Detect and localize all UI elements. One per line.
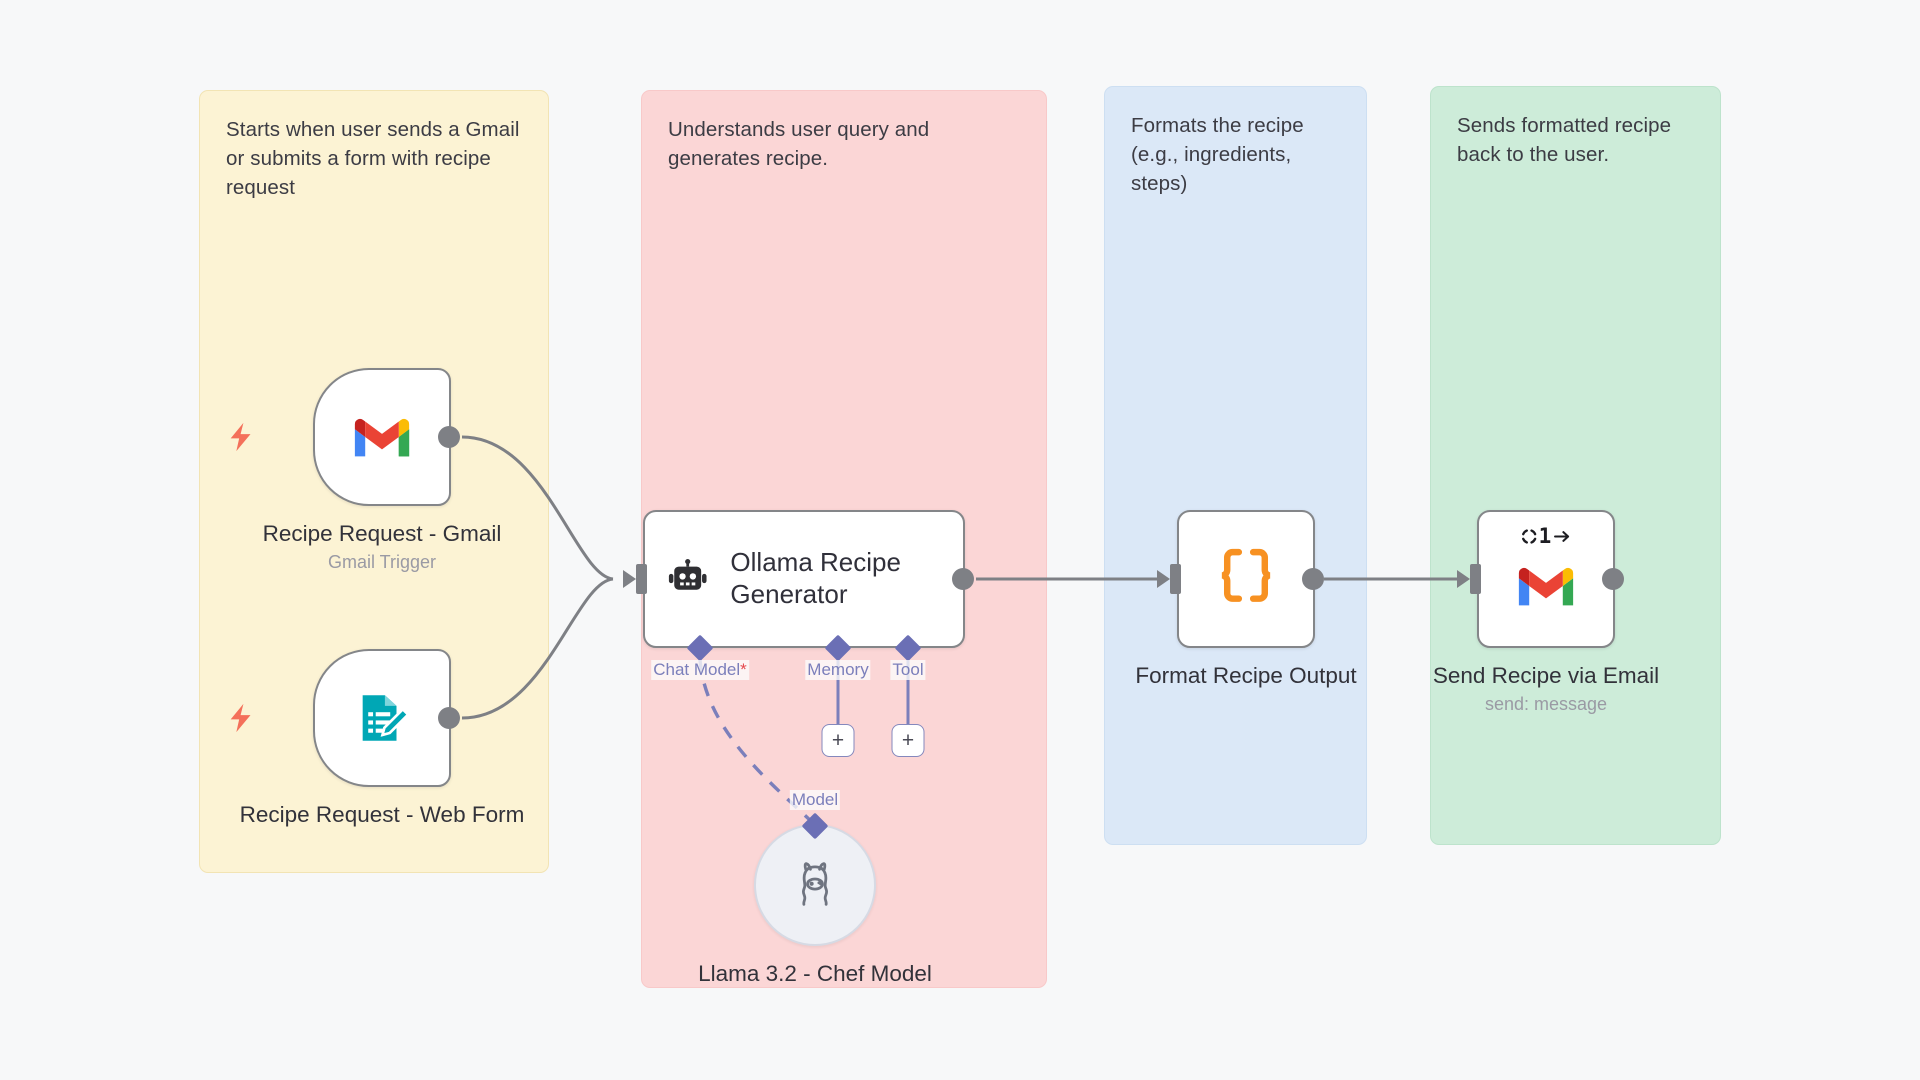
node-subtitle: send: message [1484, 694, 1608, 714]
input-port[interactable] [636, 564, 647, 594]
node-title: Ollama Recipe Generator [730, 547, 901, 609]
output-port[interactable] [438, 707, 460, 729]
node-web-form-trigger[interactable]: Recipe Request - Web Form [230, 649, 524, 827]
node-gmail-trigger-box[interactable] [313, 368, 460, 506]
sticky-note-format-group[interactable]: Formats the recipe (e.g., ingredients, s… [1104, 86, 1367, 845]
arrow-right-icon [1553, 531, 1569, 542]
node-send-email-box[interactable]: 1 [1470, 510, 1624, 648]
connector-label-chat-model: Chat Model* [651, 660, 749, 680]
sticky-note-text: Understands user query and generates rec… [668, 118, 930, 171]
output-port[interactable] [438, 426, 460, 448]
connector-label-text: Chat Model [653, 660, 741, 679]
node-format-recipe-output[interactable]: Format Recipe Output [1135, 510, 1357, 688]
robot-icon [668, 558, 707, 590]
add-tool-button[interactable]: + [891, 724, 925, 757]
badge-count: 1 [1538, 524, 1552, 548]
node-title: Recipe Request - Gmail [262, 521, 502, 546]
node-send-recipe-via-email[interactable]: 1 Send Recipe via Email send: message [1433, 510, 1659, 714]
lightning-bolt-icon [230, 703, 251, 733]
output-port[interactable] [1302, 568, 1324, 590]
node-title: Send Recipe via Email [1432, 663, 1660, 688]
node-web-form-trigger-box[interactable] [313, 649, 460, 787]
connector-label-memory: Memory [805, 660, 871, 680]
node-title: Llama 3.2 - Chef Model [698, 961, 932, 986]
node-format-box[interactable] [1170, 510, 1324, 648]
gmail-icon [354, 418, 410, 457]
node-ollama-recipe-generator[interactable]: Ollama Recipe Generator Chat Model* Memo… [636, 510, 974, 757]
input-port[interactable] [1170, 564, 1181, 594]
output-port[interactable] [1602, 568, 1624, 590]
sticky-note-text: Formats the recipe (e.g., ingredients, s… [1131, 114, 1304, 196]
node-subtitle: Gmail Trigger [327, 552, 437, 572]
node-agent-box[interactable]: Ollama Recipe Generator [636, 510, 974, 648]
required-marker: * [740, 660, 747, 679]
output-port[interactable] [952, 568, 974, 590]
sticky-note-delivery-group[interactable]: Sends formatted recipe back to the user. [1430, 86, 1721, 845]
add-memory-button[interactable]: + [821, 724, 855, 757]
code-brackets-icon [1522, 529, 1537, 544]
node-title: Recipe Request - Web Form [239, 802, 525, 827]
connector-label-model: Model [789, 790, 841, 810]
node-llama-box[interactable] [754, 824, 876, 946]
input-port[interactable] [1470, 564, 1481, 594]
node-title: Format Recipe Output [1135, 663, 1357, 688]
llama-icon [802, 862, 828, 906]
form-edit-icon [362, 695, 410, 741]
sticky-note-text: Sends formatted recipe back to the user. [1457, 114, 1672, 167]
sticky-note-text: Starts when user sends a Gmail or submit… [226, 118, 520, 200]
retry-arrow-icon: 1 [1520, 524, 1573, 548]
node-llama-chef-model[interactable]: Model Llama 3.2 - Chef Model [698, 790, 932, 986]
gmail-icon [1518, 567, 1574, 606]
lightning-bolt-icon [230, 422, 251, 452]
node-gmail-trigger[interactable]: Recipe Request - Gmail Gmail Trigger [230, 368, 501, 572]
connector-label-tool: Tool [890, 660, 926, 680]
code-braces-icon [1221, 548, 1271, 602]
